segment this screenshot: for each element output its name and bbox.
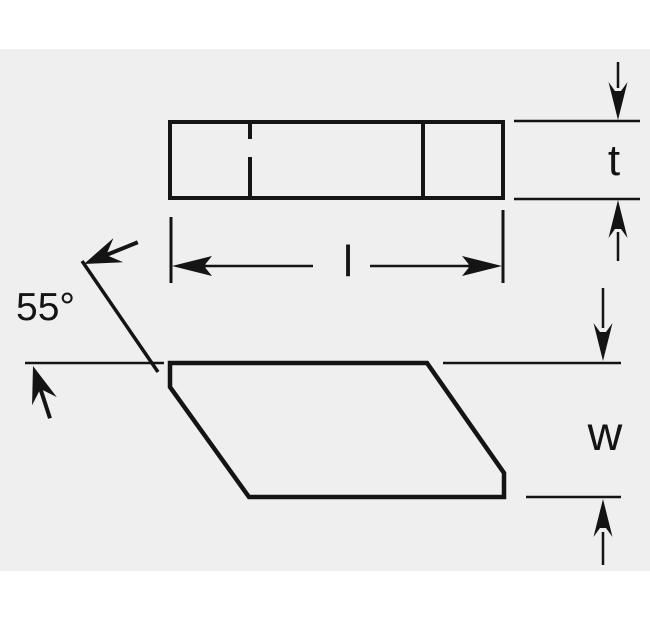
angle-leader-line bbox=[80, 260, 160, 373]
top-view-outline bbox=[167, 360, 507, 500]
side-view-outline bbox=[168, 120, 505, 200]
angle-reference-arrow-head bbox=[32, 366, 57, 419]
width-label: w bbox=[587, 408, 623, 461]
thickness-arrow-bottom-head bbox=[608, 200, 628, 238]
width-arrow-top-head bbox=[593, 323, 613, 361]
thickness-label: t bbox=[608, 136, 620, 185]
angle-reference-arrow bbox=[32, 366, 57, 419]
angle-arrow bbox=[84, 238, 139, 264]
angle-label: 55° bbox=[16, 286, 75, 329]
width-arrow-bottom-head bbox=[593, 499, 613, 537]
length-arrow-right-head bbox=[462, 256, 502, 276]
thickness-arrow-top-head bbox=[608, 82, 628, 120]
length-arrow-left-head bbox=[172, 256, 212, 276]
drawing-panel-background bbox=[0, 49, 650, 571]
angle-arrow-head bbox=[84, 238, 139, 264]
length-label: l bbox=[343, 237, 353, 286]
